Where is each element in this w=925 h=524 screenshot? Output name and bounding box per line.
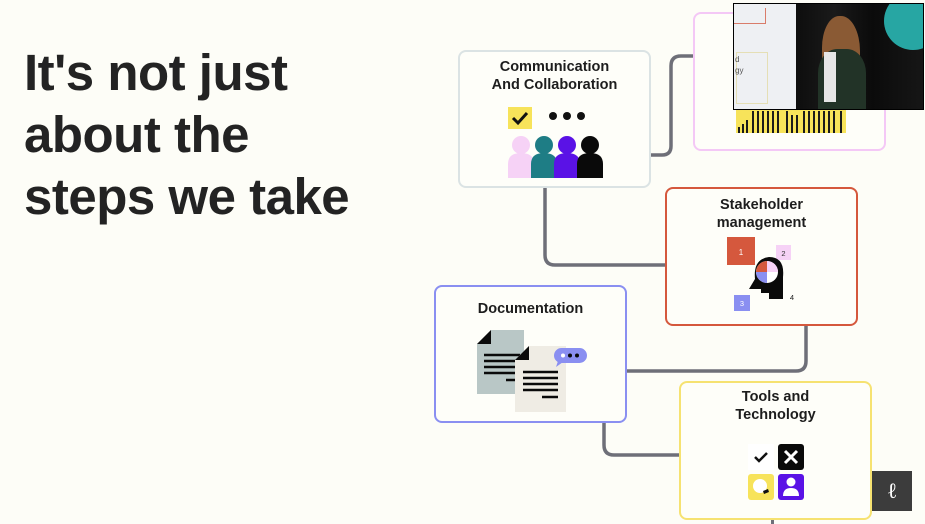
barcode-stripe [803, 111, 805, 133]
connector-stake-to-doc [625, 324, 808, 373]
stakeholder-label-4: 4 [790, 293, 794, 302]
connector-comm-to-stake [543, 186, 667, 267]
barcode-stripe [833, 111, 835, 133]
lightbulb-icon [748, 474, 774, 500]
barcode-stripe [772, 111, 774, 133]
person-teal-icon [531, 136, 557, 178]
barcode-stripe [762, 111, 764, 133]
title-line: Stakeholder [720, 197, 803, 213]
card-documentation[interactable]: Documentation [434, 285, 627, 423]
card-title: Tools and Technology [681, 388, 870, 424]
checkbox-icon [508, 107, 532, 129]
documents-illustration [477, 330, 587, 412]
stakeholder-label-2: 2 [781, 249, 785, 258]
person-violet-icon [554, 136, 580, 178]
title-line: Technology [735, 407, 816, 423]
barcode-stripe [757, 111, 759, 133]
headline-line-3: steps we take [24, 168, 350, 225]
title-line: management [716, 215, 807, 231]
title-line: Communication [499, 59, 610, 75]
stakeholder-square-1 [727, 237, 755, 265]
card-title: Documentation [477, 301, 584, 317]
barcode-stripe [786, 111, 788, 133]
video-slide-fragment: d gy [734, 4, 796, 109]
stakeholder-label-3: 3 [740, 299, 744, 308]
barcode-stripe [746, 120, 748, 133]
barcode-stripe [796, 115, 798, 133]
connector-doc-to-tools [602, 421, 681, 457]
connector-stub [771, 519, 774, 524]
speaker-video-overlay[interactable]: d gy [733, 3, 924, 110]
barcode-stripe [818, 111, 820, 133]
title-line: Tools and [741, 389, 810, 405]
document-back-icon [477, 330, 524, 394]
barcode-stripe [813, 111, 815, 133]
barcode-stripe [752, 111, 754, 133]
speaker-shirt [824, 52, 836, 102]
card-stakeholder-management[interactable]: Stakeholder management 1 2 3 4 [665, 187, 858, 326]
head-silhouette-icon [749, 257, 784, 299]
person-pink-icon [508, 136, 534, 178]
headline-line-2: about the [24, 106, 249, 163]
slide-headline: It's not just about the steps we take [24, 42, 350, 228]
tools-icons-grid [748, 444, 804, 500]
barcode-stripe [808, 111, 810, 133]
title-line: And Collaboration [491, 77, 618, 93]
chat-bubble-icon [554, 348, 587, 367]
card-title: Stakeholder management [667, 196, 856, 232]
headline-line-1: It's not just [24, 44, 288, 101]
card-tools-technology[interactable]: Tools and Technology [679, 381, 872, 520]
document-front-icon [515, 346, 566, 412]
barcode-stripe [767, 111, 769, 133]
card-title: Communication And Collaboration [460, 58, 649, 94]
presenter-logo-badge[interactable]: ℓ [872, 471, 912, 511]
barcode-stripe [777, 111, 779, 133]
video-slide-text: d gy [735, 55, 744, 75]
connector-comm-to-preview [649, 54, 695, 157]
close-x-icon [778, 444, 804, 470]
barcode-stripe [738, 127, 740, 133]
barcode-stripe [828, 111, 830, 133]
person-black-icon [577, 136, 603, 178]
card-communication-collaboration[interactable]: Communication And Collaboration [458, 50, 651, 188]
stakeholder-square-2 [776, 245, 791, 260]
barcode-stripe [791, 115, 793, 133]
stakeholder-head-illustration: 1 2 3 4 [727, 237, 794, 311]
barcode-stripe [823, 111, 825, 133]
user-profile-icon [778, 474, 804, 500]
team-people-illustration [508, 107, 603, 178]
check-icon [748, 444, 774, 470]
stakeholder-square-3 [734, 295, 750, 311]
stakeholder-label-1: 1 [739, 248, 744, 257]
logo-glyph-icon: ℓ [886, 479, 898, 504]
barcode-stripe [840, 111, 842, 133]
ellipsis-icon [549, 112, 585, 120]
barcode-stripe [742, 124, 744, 133]
barcode-illustration [736, 109, 846, 133]
